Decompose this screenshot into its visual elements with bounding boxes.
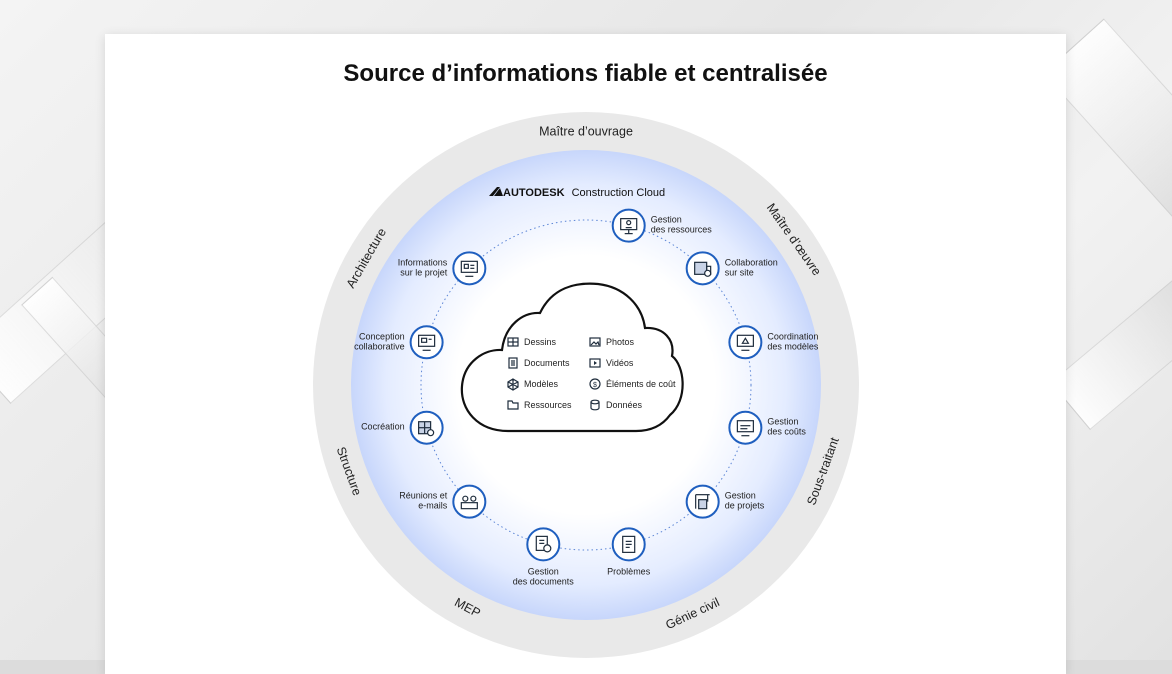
cost-screen-icon — [736, 420, 754, 437]
cloud-item-label: Éléments de coût — [606, 379, 676, 389]
monitor-person-icon — [620, 218, 638, 235]
svg-text:$: $ — [593, 382, 597, 389]
info-screen-icon — [460, 260, 478, 277]
cloud-item-label: Vidéos — [606, 358, 634, 368]
node-circle — [611, 208, 646, 243]
cloud-item-label: Données — [606, 400, 643, 410]
document-search-icon — [535, 535, 552, 553]
model-screen-icon — [736, 334, 754, 351]
page-title: Source d’informations fiable et centrali… — [343, 60, 828, 87]
cube-icon — [507, 378, 519, 391]
cloud-item-label: Photos — [606, 337, 635, 347]
crane-icon — [695, 494, 710, 510]
cloud-item: Modèles — [507, 378, 559, 391]
dollar-icon: $ — [589, 378, 601, 390]
svg-text:AUTODESK Construction Cl: AUTODESK Construction Cloud — [503, 187, 665, 199]
drawing-icon — [507, 337, 519, 347]
node-circle — [728, 410, 763, 445]
design-screen-icon — [418, 334, 436, 351]
folder-icon — [507, 400, 519, 410]
cloud-item: Vidéos — [589, 358, 634, 368]
photo-icon — [589, 337, 601, 347]
video-icon — [589, 358, 601, 368]
node[interactable]: Cocréation — [361, 410, 444, 445]
database-icon — [590, 399, 600, 411]
node-circle — [452, 251, 487, 286]
blueprint-icon — [418, 421, 435, 437]
cloud-item: Ressources — [507, 400, 572, 410]
cloud-item: $ Éléments de coût — [589, 378, 676, 390]
node-orbit — [420, 219, 752, 551]
cloud-item: Photos — [589, 337, 635, 347]
node-label: Cocréation — [361, 422, 405, 432]
cloud-item-label: Documents — [524, 358, 570, 368]
node-label: Problèmes — [607, 567, 651, 577]
node-circle — [452, 484, 487, 519]
brand-name: AUTODESK — [503, 187, 565, 199]
tablet-icon — [622, 535, 636, 553]
brand-product: Construction Cloud — [572, 187, 666, 199]
autodesk-logo-icon — [489, 187, 503, 196]
node-circle — [728, 325, 763, 360]
meeting-icon — [460, 495, 478, 510]
cloud-item-label: Modèles — [524, 379, 559, 389]
node-circle — [526, 527, 561, 562]
cloud-item-label: Ressources — [524, 400, 572, 410]
cloud-shape — [460, 282, 684, 433]
document-icon — [508, 357, 518, 369]
cloud-item-label: Dessins — [524, 337, 557, 347]
node[interactable]: Problèmes — [607, 527, 651, 577]
cloud-item: Dessins — [507, 337, 557, 347]
building-icon — [694, 261, 712, 277]
cloud-item: Documents — [508, 357, 570, 369]
brand-logo: AUTODESK Construction Cloud — [489, 187, 665, 199]
ring-label: Maître d’ouvrage — [539, 124, 633, 138]
cloud-item: Données — [590, 399, 643, 411]
